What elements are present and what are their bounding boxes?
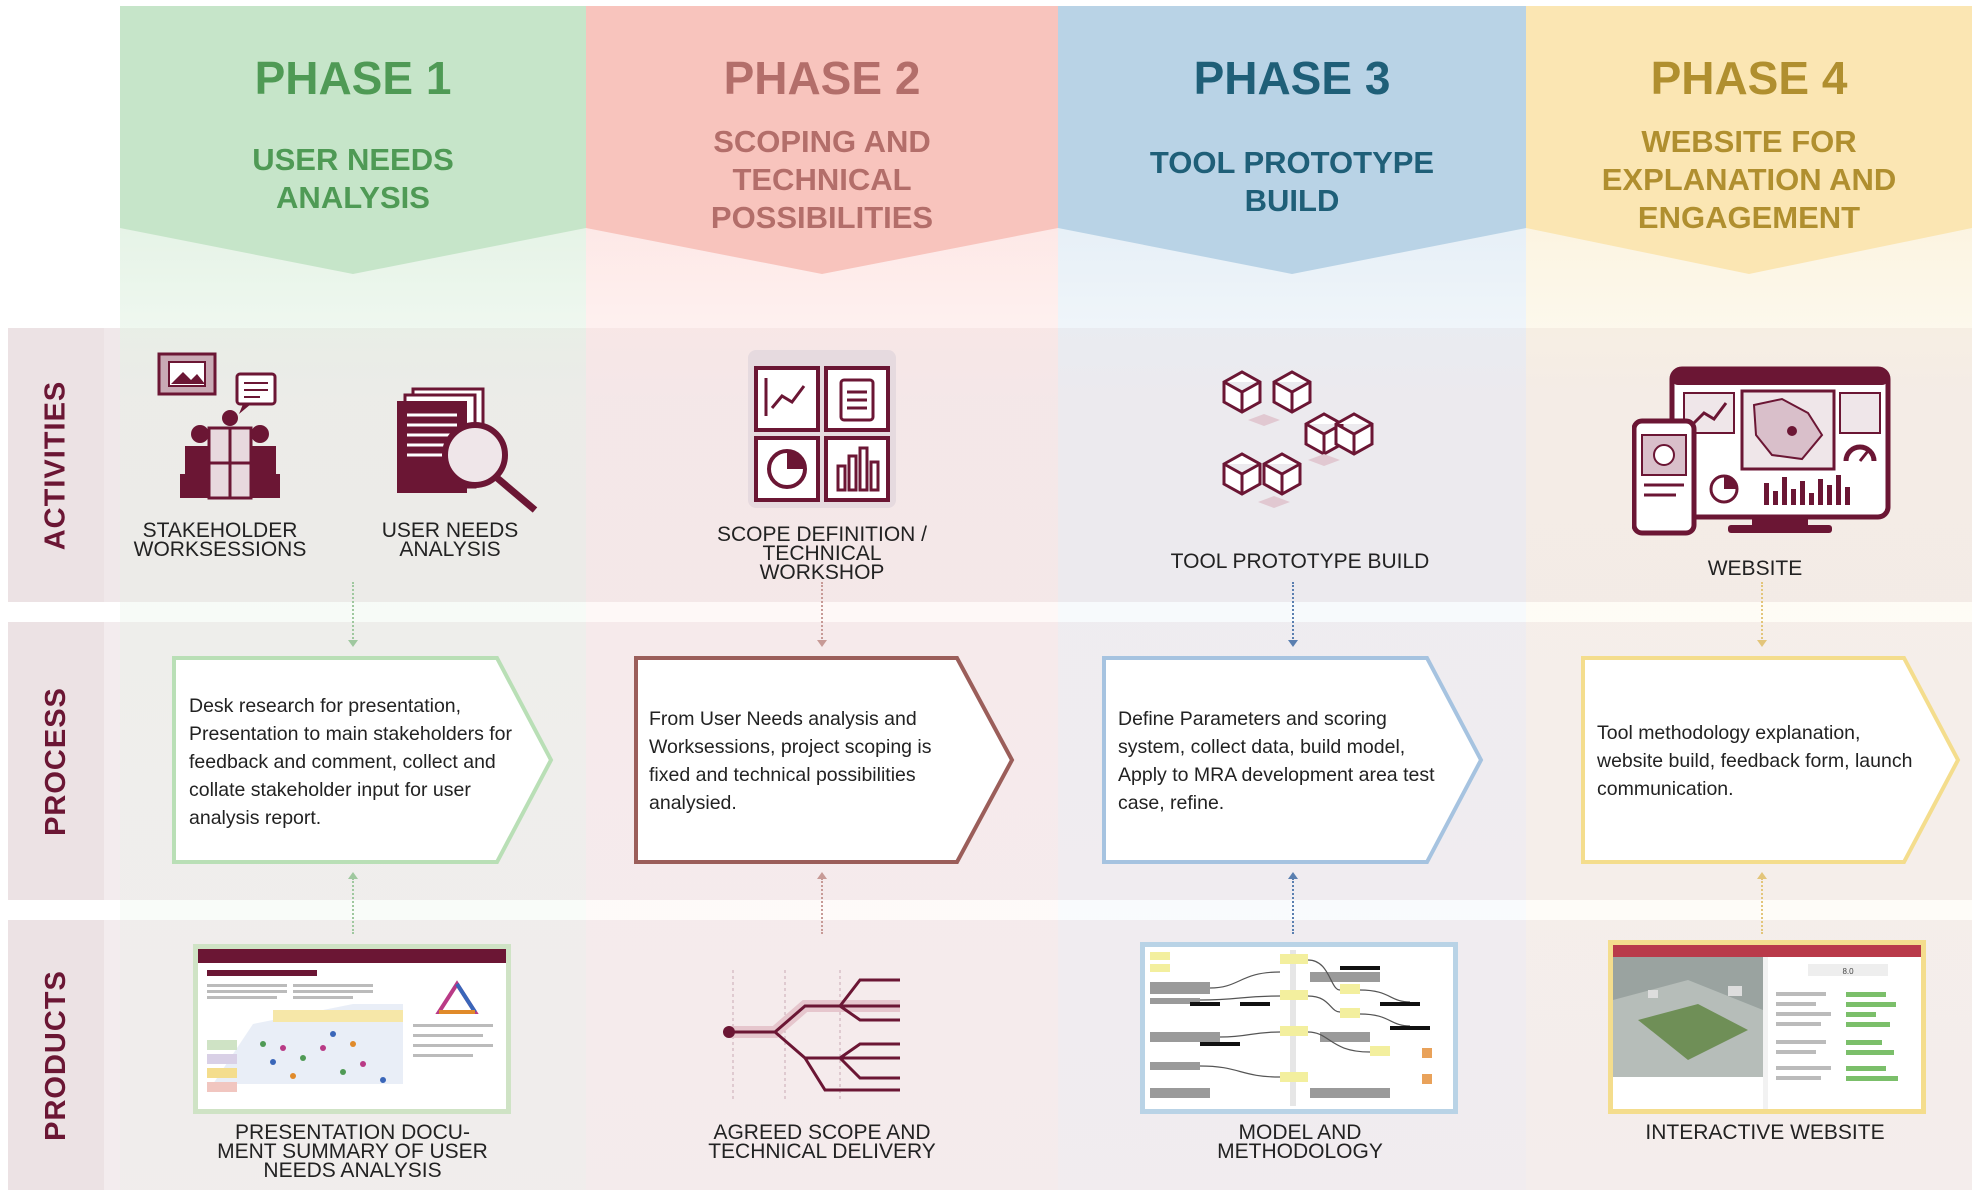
arrowhead-p2-bottom [817, 872, 827, 879]
arrowhead-p4-bottom [1757, 872, 1767, 879]
phase1-number: PHASE 1 [254, 52, 452, 104]
phase-header-shapes [120, 6, 1972, 274]
arrowhead-p3-bottom [1288, 872, 1298, 879]
connector-p1-top [352, 582, 354, 642]
product-label-phase4: INTERACTIVE WEBSITE [1645, 1121, 1885, 1144]
phase4-header-shape [1526, 6, 1972, 274]
phase2-number: PHASE 2 [723, 52, 921, 104]
dashboard-panels-icon [748, 350, 896, 508]
connector-p4-top [1761, 582, 1763, 642]
connector-p1-bottom [352, 878, 354, 934]
arrowhead-p1-top [348, 640, 358, 647]
website-devices-icon [1632, 366, 1891, 536]
process-arrow-phase4 [1581, 656, 1961, 864]
activity-label-tool-prototype-build: TOOL PROTOTYPE BUILD [1170, 550, 1430, 573]
connector-p2-bottom [821, 878, 823, 934]
phase1-header-shape [120, 6, 586, 274]
process-text-phase4: Tool methodology explanation, website bu… [1597, 722, 1913, 800]
process-arrow-phase3 [1102, 656, 1484, 864]
phase2-header-shape [586, 6, 1058, 274]
phase3-number: PHASE 3 [1193, 52, 1391, 104]
row-label-process: PROCESS [8, 622, 104, 900]
arrowhead-p1-bottom [348, 872, 358, 879]
document-search-icon [397, 387, 538, 513]
svg-text:8.0: 8.0 [1842, 967, 1854, 976]
arrowhead-p3-top [1288, 640, 1298, 647]
connector-p3-bottom [1292, 878, 1294, 934]
arrowhead-p2-top [817, 640, 827, 647]
model-graph-thumbnail [1140, 942, 1458, 1114]
process-arrow-phase2 [634, 656, 1015, 864]
row-label-products: PRODUCTS [8, 920, 104, 1190]
process-text-phase2: From User Needs analysis and Worksession… [649, 708, 932, 814]
row-label-activities: ACTIVITIES [8, 328, 104, 602]
phase3-header-shape [1058, 6, 1526, 274]
process-text-phase1: Desk research for presentation, Presenta… [189, 695, 513, 829]
connector-p3-top [1292, 582, 1294, 642]
presentation-document-thumbnail [193, 944, 511, 1114]
process-arrow-phase1 [172, 656, 554, 864]
interactive-website-thumbnail: 8.0 [1608, 940, 1926, 1114]
activity-label-website: WEBSITE [1707, 557, 1803, 580]
process-arrow-shapes [172, 656, 1961, 864]
process-text-phase3: Define Parameters and scoring system, co… [1118, 708, 1435, 814]
arrowhead-p4-top [1757, 640, 1767, 647]
connector-p2-top [821, 582, 823, 642]
phase4-number: PHASE 4 [1650, 52, 1848, 104]
stakeholder-meeting-icon [157, 352, 280, 500]
branching-tree-icon [723, 970, 900, 1102]
connector-p4-bottom [1761, 878, 1763, 934]
cubes-icon [1222, 370, 1374, 508]
